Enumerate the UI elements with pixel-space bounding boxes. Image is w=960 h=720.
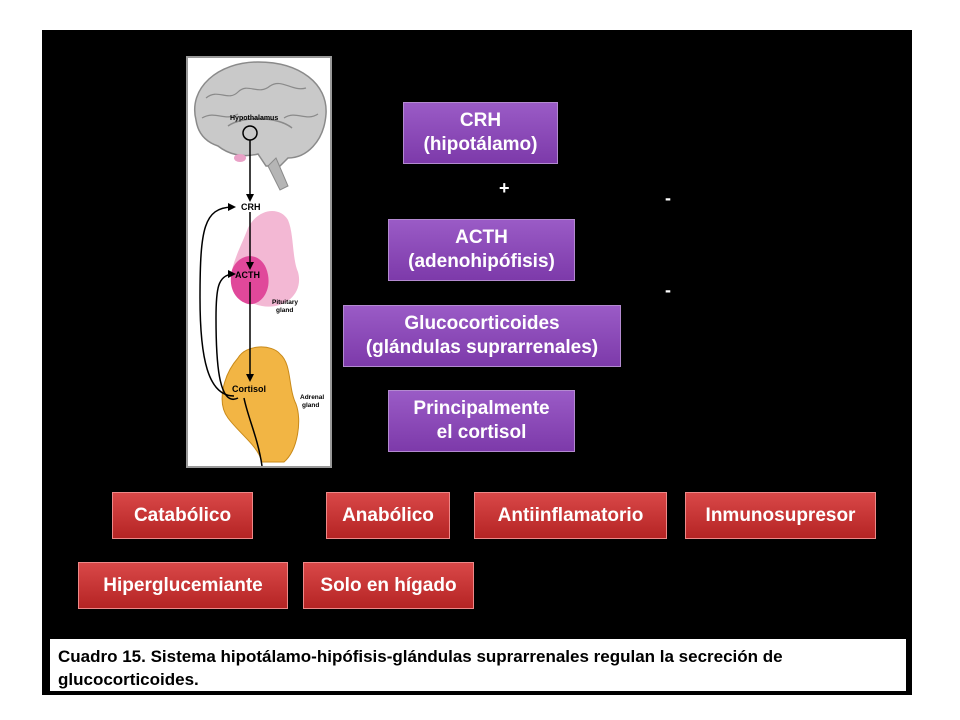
effect-hiperglucemiante: Hiperglucemiante [78, 562, 288, 609]
figure-label-adrenal-2: gland [302, 402, 319, 409]
adrenal-gland-shape [221, 346, 300, 463]
acth-box-line2: (adenohipófisis) [408, 251, 555, 272]
hpa-axis-illustration: Hypothalamus CRH ACTH Pituitary gland Co… [186, 56, 332, 468]
glucocorticoides-box: Glucocorticoides (glándulas suprarrenale… [343, 305, 621, 367]
figure-label-acth: ACTH [235, 270, 260, 280]
cortisol-box-line2: el cortisol [436, 422, 527, 443]
crh-box-line2: (hipotálamo) [423, 134, 538, 155]
cortisol-box-line1: Principalmente [413, 398, 550, 419]
negative-feedback-sign-2: - [665, 280, 671, 300]
figure-label-hypothalamus: Hypothalamus [230, 115, 278, 122]
caption-box: Cuadro 15. Sistema hipotálamo-hipófisis-… [48, 637, 908, 693]
effect-catabolico: Catabólico [112, 492, 253, 539]
acth-box: ACTH (adenohipófisis) [388, 219, 575, 281]
figure-label-pituitary-1: Pituitary [272, 299, 298, 306]
figure-label-adrenal-1: Adrenal [300, 394, 324, 401]
figure-label-crh: CRH [241, 202, 261, 212]
effect-antiinflamatorio: Antiinflamatorio [474, 492, 667, 539]
crh-box-line1: CRH [459, 110, 502, 131]
crh-box: CRH (hipotálamo) [403, 102, 558, 164]
acth-box-line1: ACTH [455, 227, 508, 248]
gluco-box-line2: (glándulas suprarrenales) [365, 337, 599, 358]
effect-anabolico: Anabólico [326, 492, 450, 539]
negative-feedback-sign-1: - [665, 188, 671, 208]
figure-caption: Cuadro 15. Sistema hipotálamo-hipófisis-… [58, 647, 783, 689]
cortisol-box: Principalmente el cortisol [388, 390, 575, 452]
effect-inmunosupresor: Inmunosupresor [685, 492, 876, 539]
figure-label-cortisol: Cortisol [232, 384, 266, 394]
figure-label-pituitary-2: gland [276, 307, 293, 314]
positive-feedback-sign: + [499, 178, 510, 198]
gluco-box-line1: Glucocorticoides [404, 313, 560, 334]
brain-icon [193, 61, 327, 191]
effect-solo-en-higado: Solo en hígado [303, 562, 474, 609]
